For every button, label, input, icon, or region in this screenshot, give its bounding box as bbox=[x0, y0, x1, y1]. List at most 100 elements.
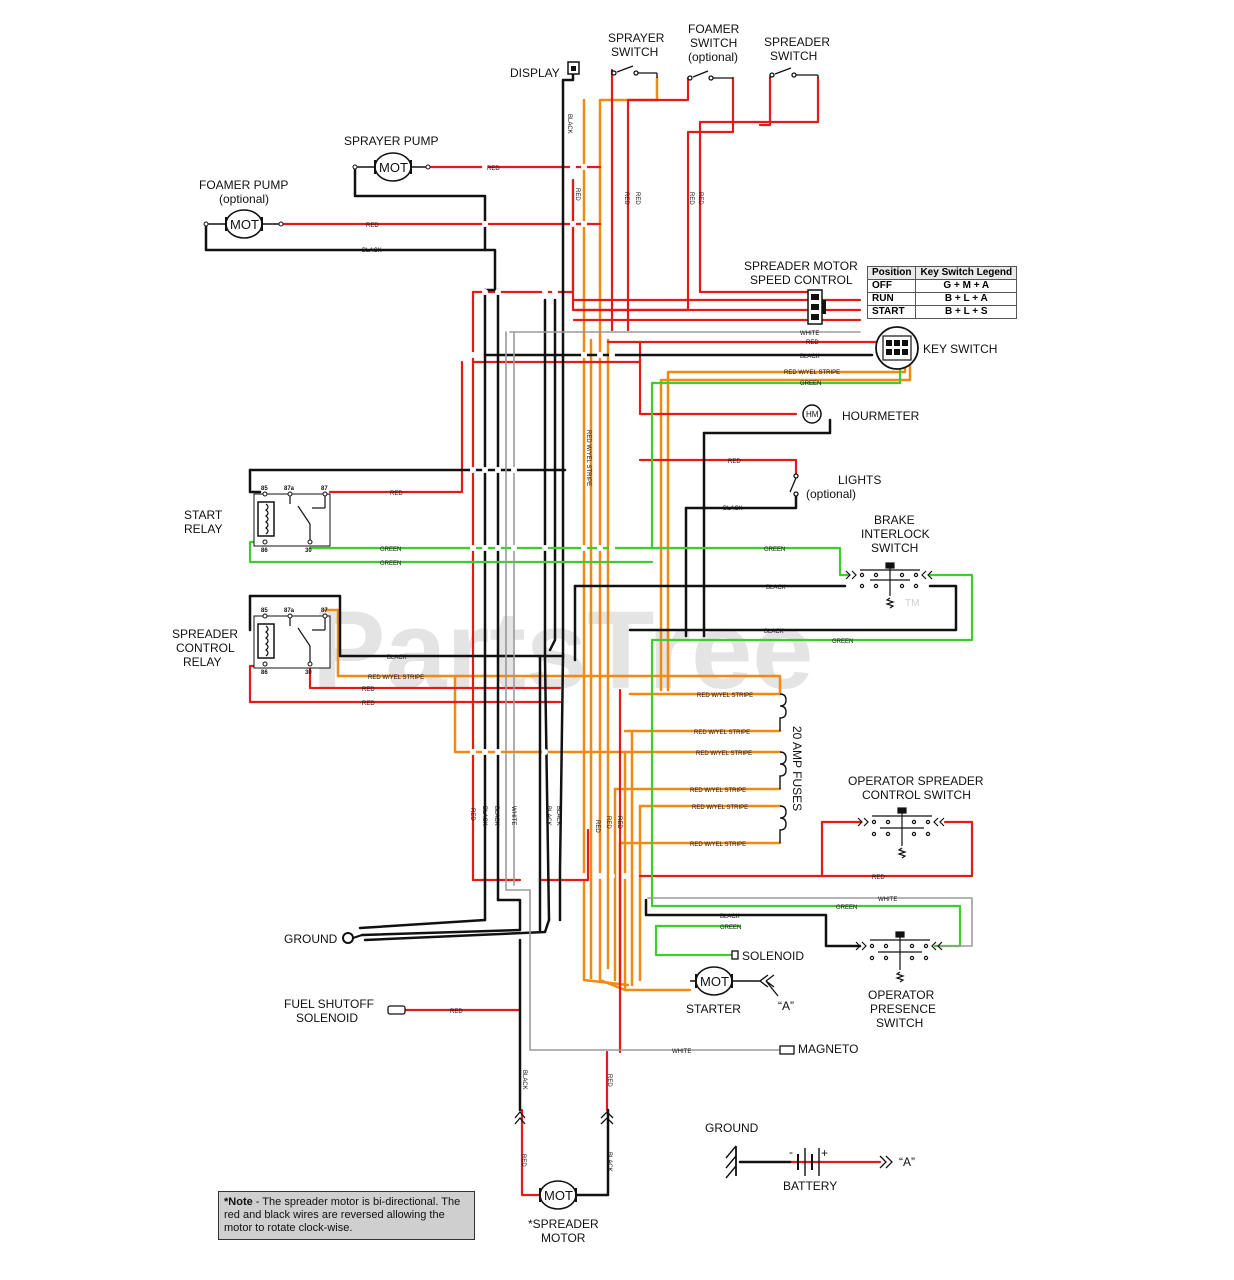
wire-label: RED W/YEL STRIPE bbox=[690, 788, 746, 794]
foamer-switch-label-1: FOAMER bbox=[688, 22, 740, 36]
battery-ground-label: GROUND bbox=[705, 1121, 759, 1135]
fuel-shutoff-solenoid-connector bbox=[387, 1005, 406, 1015]
foamer-switch-label-2: SWITCH bbox=[690, 36, 737, 50]
wire-label: BLACK bbox=[545, 806, 551, 826]
legend-header-position: Position bbox=[866, 266, 917, 280]
starter-label: STARTER bbox=[686, 1002, 741, 1016]
relay-pin: 86 bbox=[261, 670, 268, 676]
wire-crossings bbox=[470, 164, 628, 879]
wire-label: RED bbox=[616, 816, 622, 829]
legend-cell: RUN bbox=[866, 292, 917, 306]
wire-label: BLACK bbox=[566, 114, 572, 134]
foamer-pump-motor: MOT bbox=[203, 209, 284, 239]
wire-label: BLACK bbox=[362, 248, 382, 254]
fuses-label: 20 AMP FUSES bbox=[790, 726, 804, 811]
legend-cell: OFF bbox=[866, 279, 917, 293]
lights-switch bbox=[789, 473, 799, 497]
wire-label: BLACK bbox=[481, 806, 487, 826]
battery-label: BATTERY bbox=[783, 1179, 837, 1193]
wire-label: GREEN bbox=[836, 905, 857, 911]
white-wires bbox=[505, 331, 973, 1051]
legend-cell: START bbox=[866, 305, 917, 319]
starter-motor: MOT bbox=[690, 966, 779, 997]
wire-label: WHITE bbox=[878, 897, 897, 903]
foamer-pump-label-2: (optional) bbox=[219, 192, 269, 206]
note-box: *Note - The spreader motor is bi-directi… bbox=[218, 1191, 475, 1240]
speed-control-label-2: SPEED CONTROL bbox=[750, 273, 853, 287]
relay-pin: 87a bbox=[284, 486, 295, 492]
hourmeter: HM bbox=[802, 404, 822, 424]
wire-label: RED bbox=[872, 875, 885, 881]
brake-switch-label-1: BRAKE bbox=[874, 513, 915, 527]
key-switch bbox=[875, 326, 919, 370]
spreader-motor-label-2: MOTOR bbox=[541, 1231, 586, 1245]
operator-spreader-control-switch bbox=[857, 807, 945, 859]
wire-label: RED bbox=[366, 223, 379, 229]
motor-symbol: MOT bbox=[379, 160, 408, 175]
fuel-shutoff-label-1: FUEL SHUTOFF bbox=[284, 997, 374, 1011]
wire-label: RED bbox=[688, 192, 694, 205]
battery-ref-label: “A” bbox=[899, 1155, 915, 1169]
key-switch-label: KEY SWITCH bbox=[923, 342, 997, 356]
wire-label: RED W/YEL STRIPE bbox=[692, 805, 748, 811]
wire-label: RED bbox=[728, 459, 741, 465]
wire-label: RED W/YEL STRIPE bbox=[694, 730, 750, 736]
start-relay-label-1: START bbox=[184, 508, 223, 522]
solenoid-connector bbox=[731, 950, 739, 960]
spreader-control-relay: 85 87a 87 86 30 bbox=[253, 608, 331, 676]
spreader-switch-label-2: SWITCH bbox=[770, 49, 817, 63]
foamer-switch bbox=[687, 70, 733, 81]
ground-terminal bbox=[342, 932, 363, 944]
display-connector bbox=[567, 61, 580, 75]
sprayer-pump-label: SPRAYER PUMP bbox=[344, 134, 438, 148]
relay-pin: 85 bbox=[261, 486, 268, 492]
wire-label: BLACK bbox=[766, 585, 786, 591]
wire-label: RED bbox=[574, 188, 580, 201]
wire-label: RED bbox=[634, 192, 640, 205]
spreader-motor-label-1: *SPREADER bbox=[528, 1217, 599, 1231]
wire-label: RED bbox=[469, 808, 475, 821]
wire-label: BLACK bbox=[764, 629, 784, 635]
watermark-tm: TM bbox=[905, 598, 919, 609]
brake-switch-label-3: SWITCH bbox=[871, 541, 918, 555]
legend-cell: B + L + S bbox=[915, 305, 1018, 319]
wire-label: GREEN bbox=[720, 925, 741, 931]
spreader-relay-label-1: SPREADER bbox=[172, 627, 238, 641]
relay-pin: 85 bbox=[261, 608, 268, 614]
hourmeter-symbol: HM bbox=[806, 410, 819, 419]
presence-switch-label-1: OPERATOR bbox=[868, 988, 935, 1002]
spreader-switch-label-1: SPREADER bbox=[764, 35, 830, 49]
fuel-shutoff-label-2: SOLENOID bbox=[296, 1011, 358, 1025]
spreader-switch bbox=[769, 67, 819, 78]
wire-label: BLACK bbox=[521, 1070, 527, 1090]
op-spreader-switch-label-1: OPERATOR SPREADER bbox=[848, 774, 984, 788]
wire-label: GREEN bbox=[764, 547, 785, 553]
battery: - + bbox=[725, 1145, 893, 1179]
spreader-motor-speed-control bbox=[807, 289, 826, 325]
wire-label: RED bbox=[520, 1154, 526, 1167]
hourmeter-label: HOURMETER bbox=[842, 409, 920, 423]
wire-label: RED bbox=[487, 166, 500, 172]
relay-pin: 87 bbox=[321, 486, 328, 492]
motor-symbol: MOT bbox=[230, 217, 259, 232]
wire-label: RED W/YEL STRIPE bbox=[368, 675, 424, 681]
wire-label: WHITE bbox=[800, 331, 819, 337]
presence-switch-label-3: SWITCH bbox=[876, 1016, 923, 1030]
legend-cell: B + L + A bbox=[915, 292, 1018, 306]
motor-symbol: MOT bbox=[544, 1188, 573, 1203]
wire-label: BLACK bbox=[800, 354, 820, 360]
lights-label-2: (optional) bbox=[806, 487, 856, 501]
spreader-relay-label-3: RELAY bbox=[183, 655, 221, 669]
sprayer-switch bbox=[611, 65, 658, 78]
spreader-relay-label-2: CONTROL bbox=[176, 641, 235, 655]
foamer-switch-label-3: (optional) bbox=[688, 50, 738, 64]
legend-header-key: Key Switch Legend bbox=[915, 266, 1018, 280]
sprayer-switch-label-1: SPRAYER bbox=[608, 31, 665, 45]
wire-label: BLACK bbox=[720, 914, 740, 920]
relay-pin: 30 bbox=[305, 548, 312, 554]
legend-cell: G + M + A bbox=[915, 279, 1018, 293]
lights-label-1: LIGHTS bbox=[838, 473, 881, 487]
wire-label: WHITE bbox=[510, 806, 516, 825]
black-wires bbox=[204, 68, 958, 1197]
wire-label: GREEN bbox=[380, 561, 401, 567]
